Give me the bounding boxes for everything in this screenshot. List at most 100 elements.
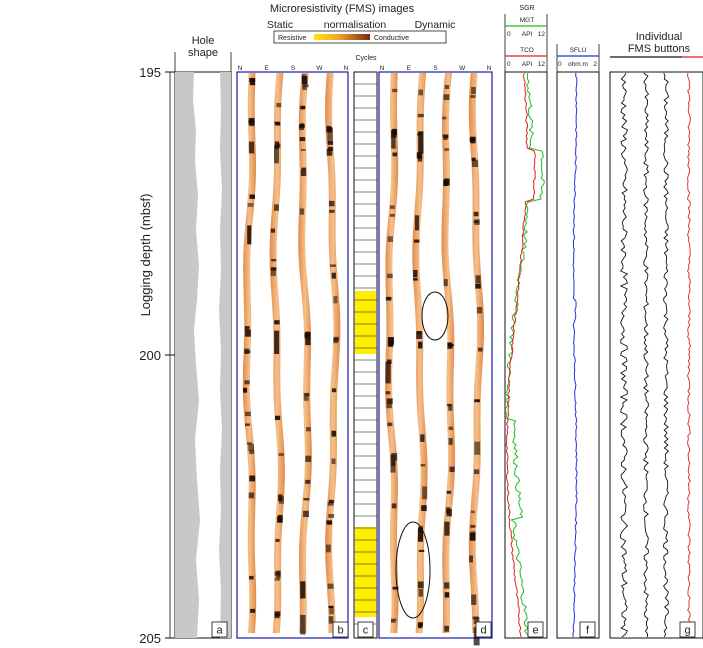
fms-image-strip bbox=[468, 73, 485, 633]
conductive-feature bbox=[244, 326, 250, 331]
conductive-feature bbox=[470, 95, 476, 98]
header-static: Static bbox=[267, 19, 293, 31]
panel-c-cycles bbox=[353, 71, 378, 639]
conductive-feature bbox=[306, 427, 311, 432]
depth-axis: Logging depth (mbsf) 195 200 205 bbox=[138, 65, 175, 646]
conductive-feature bbox=[299, 125, 304, 130]
conductive-feature bbox=[469, 555, 473, 563]
conductive-feature bbox=[327, 583, 334, 589]
conductive-feature bbox=[248, 492, 255, 499]
conductive-feature bbox=[417, 581, 424, 589]
conductive-feature bbox=[392, 152, 397, 157]
conductive-feature bbox=[416, 331, 423, 339]
tco-label: TCO bbox=[520, 47, 534, 54]
compass-label-s: S bbox=[291, 65, 296, 72]
conductive-feature bbox=[471, 157, 476, 161]
conductive-feature bbox=[417, 156, 423, 162]
conductive-feature bbox=[301, 167, 306, 170]
compass-label-w: W bbox=[459, 65, 466, 72]
conductive-feature bbox=[248, 141, 255, 154]
conductive-feature bbox=[305, 331, 311, 340]
conductive-feature bbox=[389, 213, 395, 217]
conductive-feature bbox=[274, 330, 280, 354]
conductive-feature bbox=[248, 120, 255, 123]
conductive-feature bbox=[327, 127, 333, 144]
conductive-feature bbox=[331, 458, 336, 465]
gamma-ray-header: SGR MGT 0 API 12 TCO 0 API 12 bbox=[504, 5, 548, 72]
conductive-feature bbox=[249, 78, 256, 86]
conductive-feature bbox=[245, 423, 250, 426]
conductive-feature bbox=[303, 498, 310, 501]
sflu-label: SFLU bbox=[570, 47, 587, 54]
conductive-feature bbox=[249, 450, 255, 454]
header-dynamic: Dynamic bbox=[415, 19, 456, 31]
conductive-feature bbox=[271, 268, 276, 277]
compass-label-s: S bbox=[433, 65, 438, 72]
fms-button-curve-3 bbox=[663, 72, 670, 638]
conductive-feature bbox=[301, 76, 308, 84]
conductive-feature bbox=[328, 141, 333, 145]
conductive-feature bbox=[385, 296, 392, 301]
panel-label-box bbox=[357, 621, 374, 638]
depth-axis-title: Logging depth (mbsf) bbox=[138, 194, 153, 317]
conductive-feature bbox=[250, 608, 256, 613]
hole-right-wall bbox=[219, 72, 231, 638]
sflu-scale-unit: ohm.m bbox=[568, 61, 588, 68]
panel-label-box bbox=[332, 621, 349, 638]
conductive-feature bbox=[385, 361, 391, 384]
conductive-feature bbox=[444, 592, 450, 598]
conductive-feature bbox=[446, 490, 452, 494]
conductive-feature bbox=[413, 239, 420, 243]
conductive-feature bbox=[245, 329, 251, 337]
fms-button-curve-1 bbox=[619, 72, 629, 638]
conductive-feature bbox=[274, 320, 279, 325]
conductive-feature bbox=[418, 589, 423, 597]
panel-label-g: g bbox=[684, 625, 690, 637]
conductive-feature bbox=[417, 113, 424, 118]
conductive-feature bbox=[413, 278, 418, 281]
conductive-feature bbox=[249, 575, 254, 580]
conductive-feature bbox=[444, 625, 449, 632]
conductive-feature bbox=[471, 594, 477, 605]
conductive-feature bbox=[469, 532, 476, 541]
panel-label-b: b bbox=[337, 625, 343, 637]
conductive-feature bbox=[387, 273, 393, 279]
conductive-feature bbox=[418, 549, 425, 552]
conductive-feature bbox=[274, 578, 280, 581]
hole-shape-label-1: Hole bbox=[192, 35, 215, 47]
compass-label-e: E bbox=[407, 65, 412, 72]
fms-image-strip bbox=[385, 73, 399, 633]
conductive-feature bbox=[471, 87, 476, 94]
panel-f-resistivity bbox=[556, 71, 600, 639]
conductive-feature bbox=[417, 154, 422, 158]
conductive-feature bbox=[328, 616, 334, 624]
conductive-feature bbox=[244, 350, 251, 353]
conductive-feature bbox=[413, 270, 418, 278]
conductive-feature bbox=[249, 194, 255, 199]
conductive-feature bbox=[326, 544, 331, 553]
conductive-feature bbox=[475, 275, 481, 283]
conductive-feature bbox=[271, 259, 277, 262]
fms-buttons-label-2: FMS buttons bbox=[628, 43, 691, 55]
conductive-feature bbox=[327, 521, 332, 525]
mgt-scale-max: 12 bbox=[538, 31, 546, 38]
header-title: Microresistivity (FMS) images bbox=[270, 3, 415, 15]
conductive-feature bbox=[444, 521, 450, 536]
conductive-feature bbox=[391, 503, 397, 509]
panel-label-box bbox=[579, 621, 596, 638]
conductive-feature bbox=[274, 204, 279, 211]
conductive-feature bbox=[275, 143, 281, 148]
conductive-feature bbox=[328, 606, 333, 608]
compass-label-n: N bbox=[487, 65, 492, 72]
conductive-feature bbox=[448, 404, 453, 411]
conductive-feature bbox=[474, 399, 480, 403]
compass-label-n: N bbox=[380, 65, 385, 72]
conductive-feature bbox=[244, 380, 250, 385]
conductive-feature bbox=[415, 215, 420, 231]
panel-label-box bbox=[527, 621, 544, 638]
conductive-feature bbox=[443, 94, 450, 101]
conductive-feature bbox=[418, 341, 423, 349]
annotation-ellipse-lower bbox=[395, 521, 431, 619]
conductive-feature bbox=[300, 614, 306, 635]
